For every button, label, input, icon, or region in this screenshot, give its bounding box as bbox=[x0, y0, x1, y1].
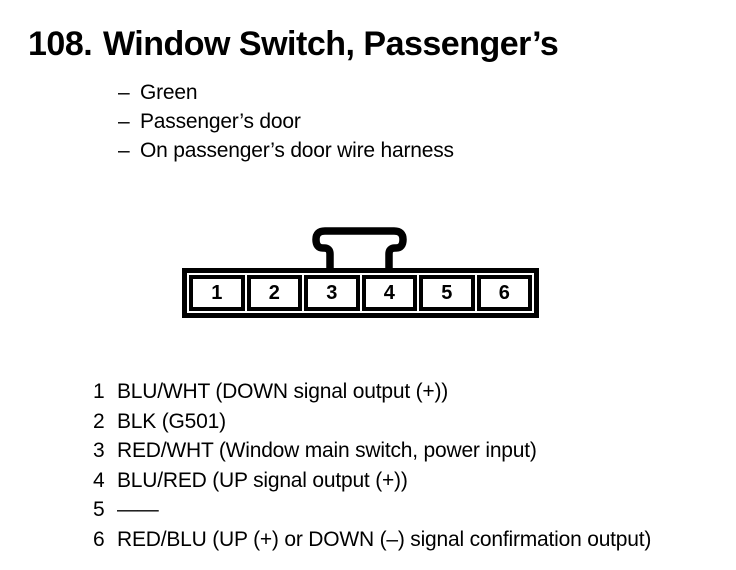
pin-number: 3 bbox=[93, 439, 105, 462]
cavity-number: 1 bbox=[211, 281, 223, 304]
pin-description: RED/BLU (UP (+) or DOWN (–) signal confi… bbox=[117, 527, 652, 551]
pin-row-5: 5 —— bbox=[93, 495, 651, 525]
detail-item: – Green bbox=[118, 78, 454, 107]
cavity-number: 2 bbox=[268, 281, 280, 304]
dash-bullet: – bbox=[118, 139, 130, 162]
connector-cavity-1: 1 bbox=[189, 275, 245, 311]
connector-body: 1 2 3 4 5 6 bbox=[182, 268, 539, 318]
pin-row-1: 1 BLU/WHT (DOWN signal output (+)) bbox=[93, 377, 651, 407]
dash-bullet: – bbox=[118, 110, 130, 133]
page-heading: 108. Window Switch, Passenger’s bbox=[28, 25, 559, 64]
cavity-number: 4 bbox=[383, 281, 395, 304]
item-number: 108. bbox=[28, 25, 93, 63]
connector-cavity-5: 5 bbox=[419, 275, 475, 311]
detail-text: On passenger’s door wire harness bbox=[140, 139, 454, 162]
pin-row-6: 6 RED/BLU (UP (+) or DOWN (–) signal con… bbox=[93, 525, 651, 555]
dash-bullet: – bbox=[118, 81, 130, 104]
pin-description: BLK (G501) bbox=[117, 409, 226, 433]
pin-description: RED/WHT (Window main switch, power input… bbox=[117, 439, 537, 462]
pin-row-4: 4 BLU/RED (UP signal output (+)) bbox=[93, 466, 651, 496]
pin-number: 2 bbox=[93, 409, 105, 433]
cavity-number: 5 bbox=[441, 281, 453, 304]
page-title: Window Switch, Passenger’s bbox=[103, 25, 559, 63]
connector-cavity-4: 4 bbox=[361, 275, 417, 311]
pin-number: 4 bbox=[93, 468, 105, 492]
detail-text: Passenger’s door bbox=[140, 110, 301, 133]
connector-cavity-2: 2 bbox=[246, 275, 302, 311]
pin-number: 1 bbox=[93, 380, 105, 403]
pin-number: 6 bbox=[93, 527, 105, 551]
cavity-number: 6 bbox=[498, 281, 510, 304]
connector-details-list: – Green – Passenger’s door – On passenge… bbox=[118, 78, 454, 165]
connector-cavity-6: 6 bbox=[476, 275, 532, 311]
detail-item: – Passenger’s door bbox=[118, 107, 454, 136]
pin-description: BLU/WHT (DOWN signal output (+)) bbox=[117, 380, 449, 403]
pin-row-2: 2 BLK (G501) bbox=[93, 407, 651, 437]
pin-number: 5 bbox=[93, 498, 105, 521]
pin-legend: 1 BLU/WHT (DOWN signal output (+)) 2 BLK… bbox=[93, 377, 651, 554]
connector-lock-tab-icon bbox=[312, 227, 407, 270]
pin-row-3: 3 RED/WHT (Window main switch, power inp… bbox=[93, 436, 651, 466]
pin-description: —— bbox=[117, 498, 159, 521]
cavity-number: 3 bbox=[326, 281, 338, 304]
detail-item: – On passenger’s door wire harness bbox=[118, 136, 454, 165]
connector-cavity-3: 3 bbox=[304, 275, 360, 311]
detail-text: Green bbox=[140, 81, 198, 104]
pin-description: BLU/RED (UP signal output (+)) bbox=[117, 468, 408, 492]
